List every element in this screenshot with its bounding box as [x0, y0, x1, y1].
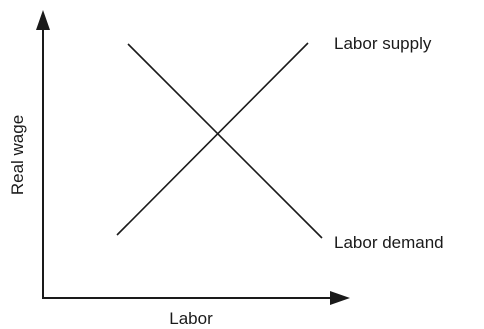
x-axis-label: Labor [169, 309, 213, 328]
labor-supply-curve [116, 42, 309, 236]
labor-demand-curve [127, 43, 323, 239]
labor-supply-label: Labor supply [334, 34, 432, 53]
labor-demand-label: Labor demand [334, 233, 444, 252]
x-axis-arrowhead [330, 291, 350, 305]
y-axis-arrowhead [36, 10, 50, 30]
y-axis-label: Real wage [8, 115, 27, 195]
